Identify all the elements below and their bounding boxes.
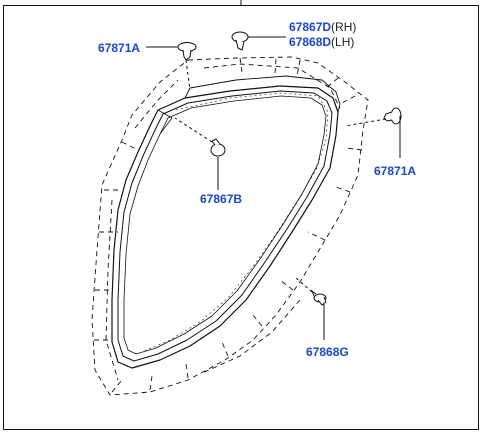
clip-67867d-icon	[231, 31, 249, 51]
callout-67868d-code: 67868D	[289, 35, 331, 49]
callout-67867d-suffix: (RH)	[331, 20, 356, 34]
callout-67868d-suffix: (LH)	[331, 35, 354, 49]
clip-67868g-icon	[310, 289, 327, 306]
clip-67867b-icon	[210, 138, 226, 157]
leader-lines	[146, 36, 401, 340]
clip-67871a-left-icon	[177, 42, 197, 61]
callout-67867d-rh: 67867D(RH)	[289, 20, 356, 34]
callout-67868d-lh: 67868D(LH)	[289, 35, 354, 49]
callout-67871a-right: 67871A	[374, 164, 416, 178]
clip-67871a-right-icon	[383, 107, 402, 125]
callout-67868g: 67868G	[306, 345, 349, 359]
weatherstrip-seal	[111, 75, 341, 369]
callout-67867b: 67867B	[200, 192, 242, 206]
door-outline-dashed	[91, 56, 369, 396]
callout-67871a-left: 67871A	[98, 41, 140, 55]
diagram-frame	[3, 5, 479, 430]
callout-67867d-code: 67867D	[289, 20, 331, 34]
